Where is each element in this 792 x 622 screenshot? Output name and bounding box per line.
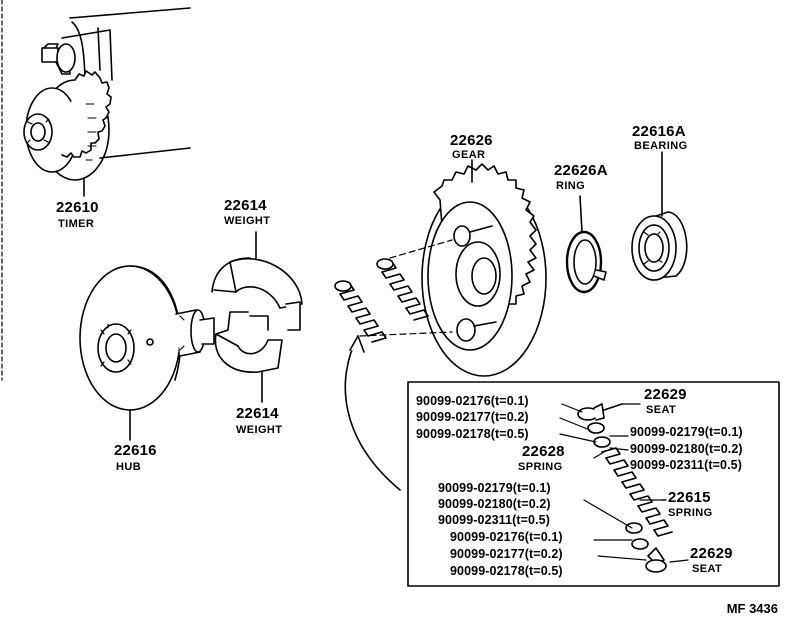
shim-d-3: 90099-02178(t=0.5) (450, 564, 563, 578)
shim-icon (631, 538, 649, 550)
detail-spring-icon (601, 447, 673, 537)
shim-c-2: 90099-02180(t=0.2) (438, 497, 551, 511)
bearing-part-name: BEARING (634, 140, 688, 152)
gear-part-name: GEAR (452, 149, 486, 161)
seat-bot-part-number: 22629 (690, 545, 733, 562)
spring-left-part-name: SPRING (518, 461, 563, 473)
diagram-code: MF 3436 (726, 601, 778, 616)
bearing-part-number: 22616A (632, 123, 686, 140)
hub-part-number: 22616 (114, 442, 157, 459)
weight-bot-part-name: WEIGHT (236, 424, 283, 436)
weight-top-part-number: 22614 (224, 197, 267, 214)
gear-icon (421, 159, 547, 377)
spring-right-part-name: SPRING (668, 507, 713, 519)
shim-d-1: 90099-02176(t=0.1) (450, 530, 563, 544)
hub-part-name: HUB (116, 461, 142, 473)
ring-part-name: RING (556, 180, 586, 192)
spring-right-part-number: 22615 (668, 489, 711, 506)
ring-part-number: 22626A (554, 162, 608, 179)
spring-icon (334, 258, 429, 343)
ring-icon (565, 195, 607, 294)
shim-b-3: 90099-02311(t=0.5) (630, 458, 742, 472)
shim-icon (587, 422, 605, 434)
shim-a-3: 90099-02178(t=0.5) (416, 427, 529, 441)
shim-b-2: 90099-02180(t=0.2) (630, 442, 743, 456)
seat-top-part-name: SEAT (646, 404, 677, 416)
shim-d-2: 90099-02177(t=0.2) (450, 547, 563, 561)
ring-leader (579, 195, 583, 233)
weight-icon (211, 231, 303, 403)
spring-left-part-number: 22628 (522, 443, 565, 460)
bearing-icon (631, 151, 688, 281)
timer-part-number: 22610 (56, 199, 99, 216)
hub-icon (79, 265, 215, 441)
seat-top-part-number: 22629 (644, 386, 687, 403)
seat-bot-part-name: SEAT (692, 563, 723, 575)
shim-c-1: 90099-02179(t=0.1) (438, 481, 551, 495)
shim-b-1: 90099-02179(t=0.1) (630, 425, 743, 439)
shim-icon (625, 522, 643, 534)
pointer-arrow (344, 335, 401, 491)
weight-bot-part-number: 22614 (236, 405, 279, 422)
weight-top-part-name: WEIGHT (224, 215, 271, 227)
timer-part-name: TIMER (58, 218, 95, 230)
shim-a-2: 90099-02177(t=0.2) (416, 410, 529, 424)
gear-part-number: 22626 (450, 132, 493, 149)
seat-bottom-icon (645, 547, 667, 573)
seat-top-icon (577, 403, 623, 421)
shim-c-3: 90099-02311(t=0.5) (438, 513, 550, 527)
timer-assembly-icon (23, 7, 191, 197)
shim-a-1: 90099-02176(t=0.1) (416, 394, 529, 408)
